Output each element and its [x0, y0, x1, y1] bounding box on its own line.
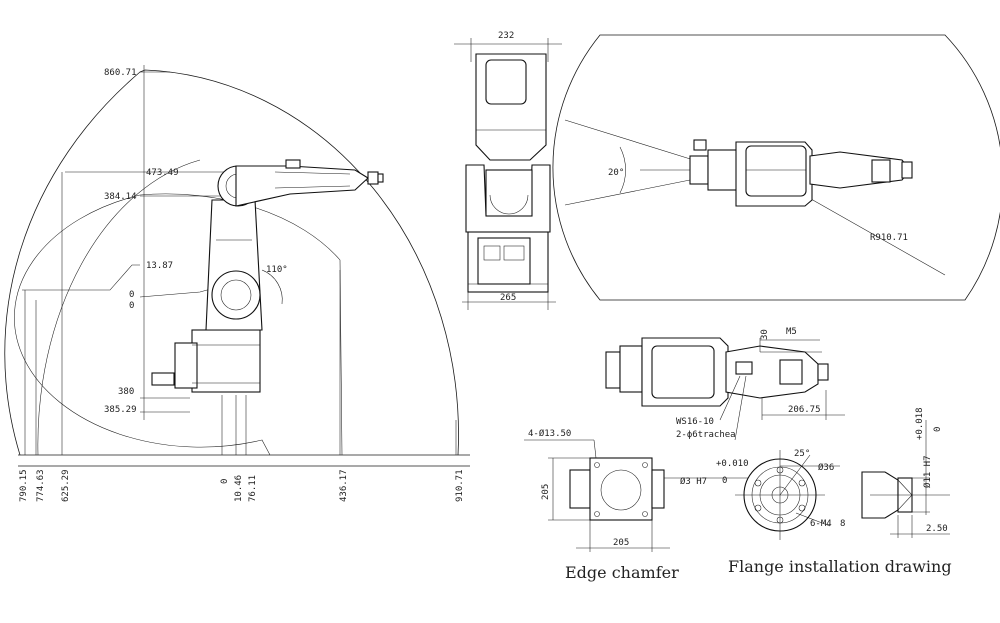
dim-436: 436.17	[339, 469, 349, 502]
dim-384: 384.14	[104, 192, 137, 202]
dim-265: 265	[500, 293, 516, 303]
dim-m5: M5	[786, 327, 797, 337]
dim-h205: 205	[541, 484, 551, 500]
dim-910: 910.71	[455, 469, 465, 502]
flange-bore-tol: +0.018	[915, 407, 925, 440]
flange-angle: 25°	[794, 449, 810, 459]
dim-380: 380	[118, 387, 134, 397]
dim-holes: 4-Ø13.50	[528, 428, 571, 439]
detail-view: M5 30 206.75 WS16-10 2-ϕ6trachea	[605, 327, 845, 441]
dim-0a: 0	[129, 290, 134, 300]
dim-385: 385.29	[104, 405, 137, 415]
dim-790: 790.15	[19, 469, 29, 502]
label-ws: WS16-10	[676, 417, 714, 427]
dim-206: 206.75	[788, 405, 821, 415]
top-angle: 20°	[608, 168, 624, 178]
flange-view: 25° Ø36 6-M4 8 Ø11 H7 +0.018 0 2.50 Flan…	[728, 407, 952, 576]
robot-top-body	[689, 139, 913, 207]
dim-473: 473.49	[146, 168, 179, 178]
dim-13: 13.87	[146, 261, 173, 271]
dim-pin-tol: +0.010	[716, 459, 749, 469]
dim-30: 30	[760, 329, 770, 340]
side-view: 860.71 473.49 384.14 13.87 0 0 380 385.2…	[4, 65, 470, 502]
front-view: 232 265	[454, 31, 562, 310]
caption-edge: Edge chamfer	[565, 563, 679, 582]
dim-b0: 0	[220, 479, 230, 484]
flange-bore-tol0: 0	[933, 427, 943, 432]
flange-m4: 6-M4	[810, 519, 832, 529]
flange-dia36: Ø36	[818, 462, 834, 473]
dim-76: 76.11	[248, 475, 258, 502]
caption-flange: Flange installation drawing	[728, 557, 952, 576]
dim-pin: Ø3 H7	[680, 476, 707, 487]
dim-232: 232	[498, 31, 514, 41]
dim-625: 625.29	[61, 469, 71, 502]
top-view: 20° R910.71	[552, 34, 1000, 301]
dim-0b: 0	[129, 301, 134, 311]
dim-w205: 205	[613, 538, 629, 548]
robot-side-body	[151, 159, 384, 393]
dim-860: 860.71	[104, 68, 137, 78]
dim-10: 10.46	[234, 475, 244, 502]
flange-depth: 8	[840, 519, 845, 529]
top-radius: R910.71	[870, 233, 908, 243]
label-trachea: 2-ϕ6trachea	[676, 430, 736, 440]
flange-bore: Ø11 H7	[922, 455, 933, 488]
flange-step: 2.50	[926, 524, 948, 534]
dim-774: 774.63	[36, 469, 46, 502]
base-plate-view: 4-Ø13.50 205 205 Ø3 H7 +0.010 0 Edge cha…	[524, 428, 760, 582]
dim-pin-tol0: 0	[722, 476, 727, 486]
dim-110-angle: 110°	[266, 265, 288, 275]
